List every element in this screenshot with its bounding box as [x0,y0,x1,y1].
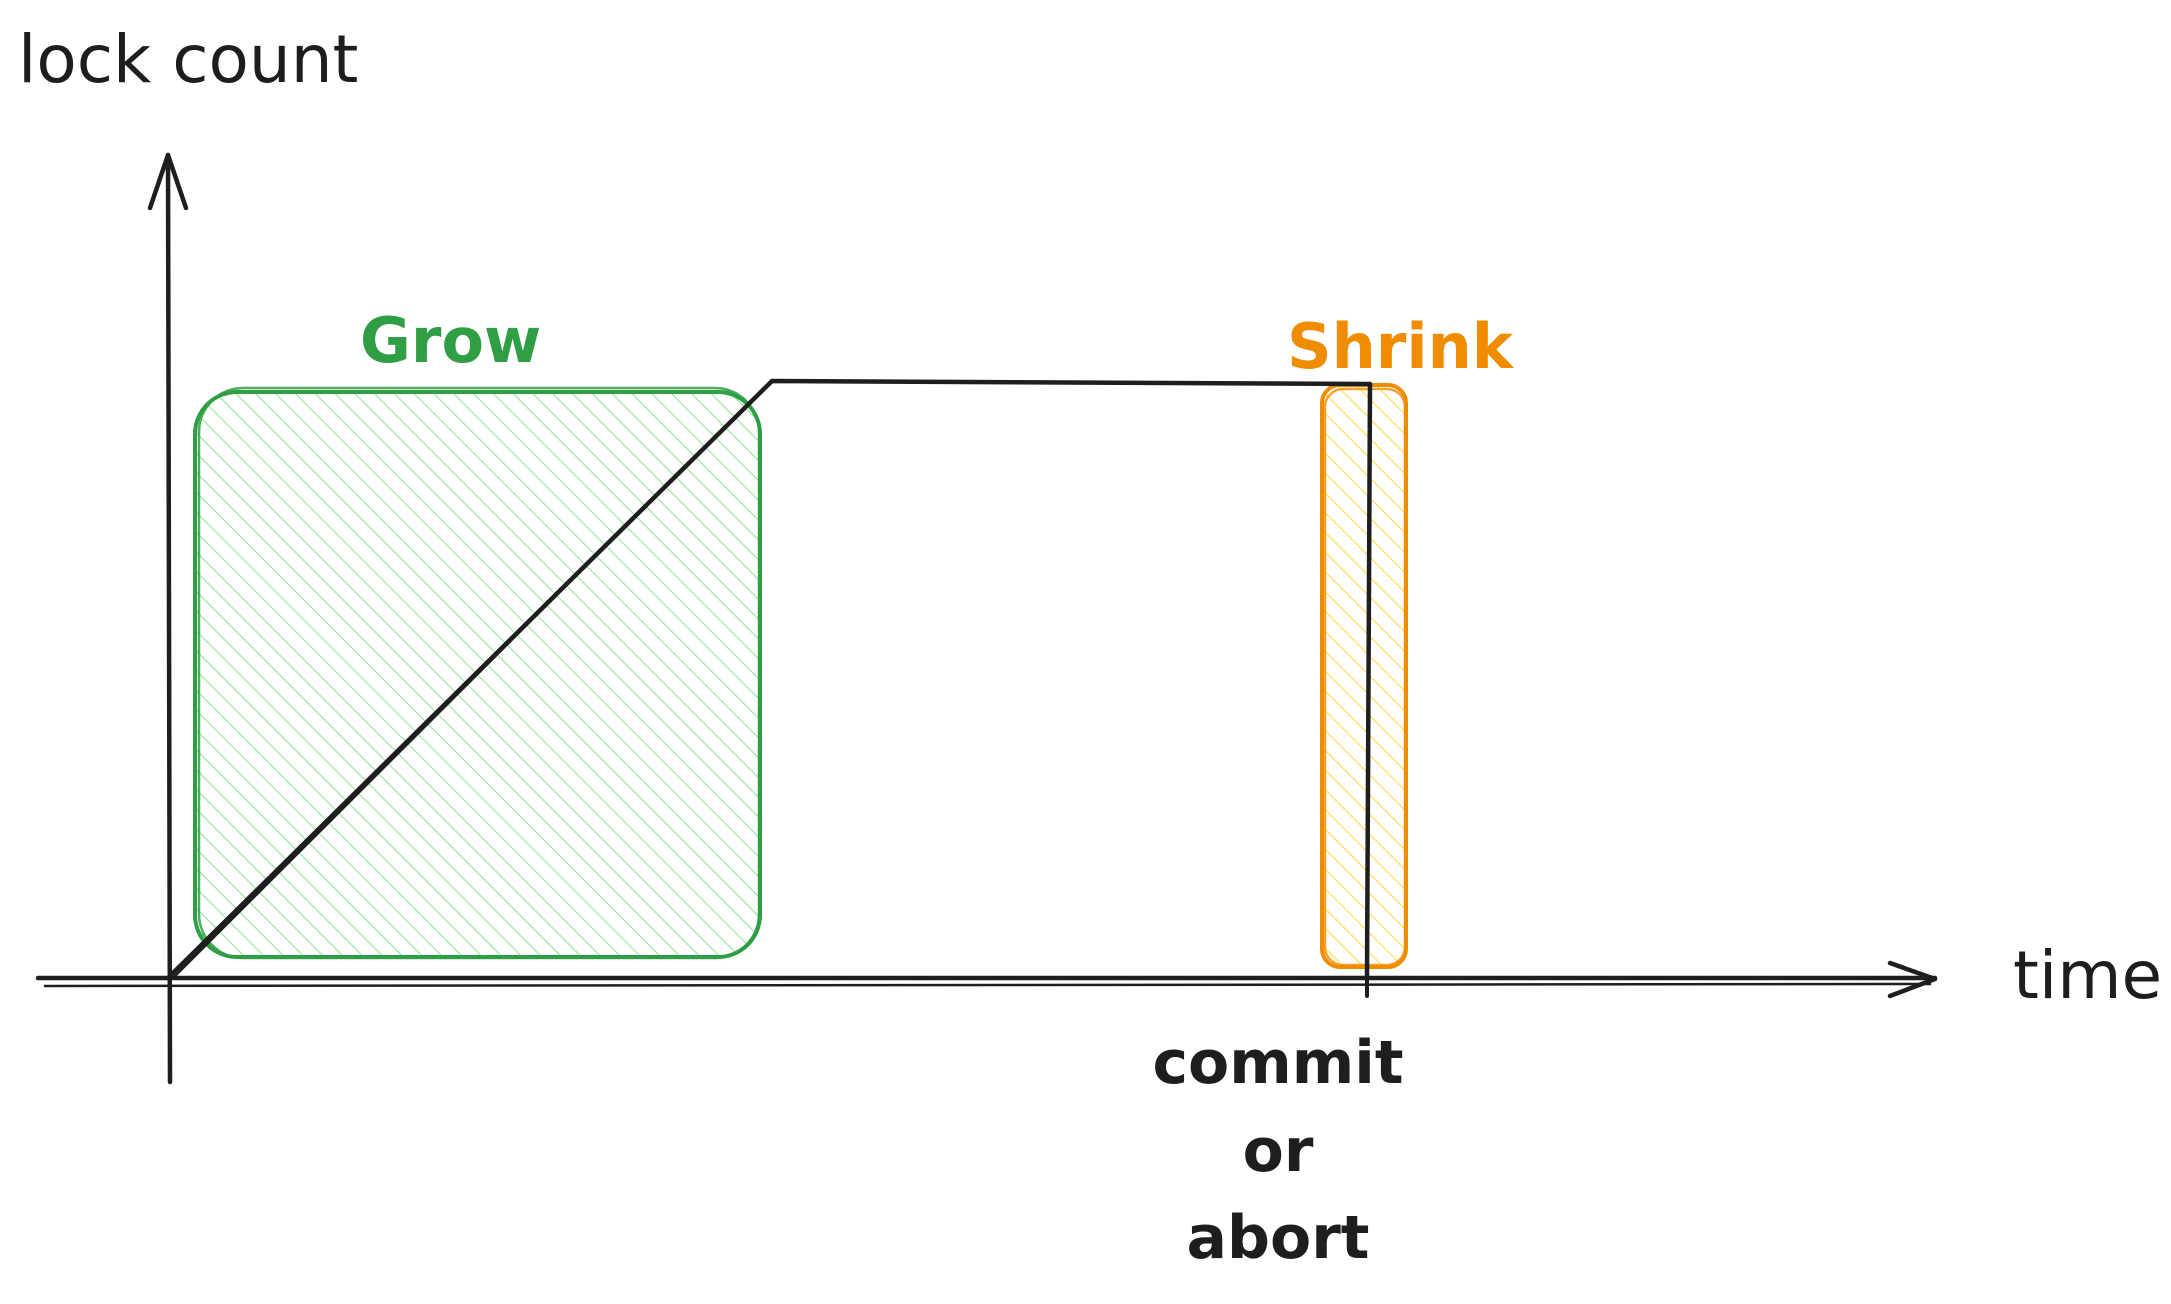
y-axis-arrowhead [147,152,189,211]
lock-count-curve [167,378,1373,979]
x-axis-label: time [2013,937,2162,1014]
y-axis [147,152,189,1085]
x-axis [35,960,1938,999]
y-axis-label: lock count [18,21,358,98]
shrink-region [1320,383,1408,969]
commit-label: commit [1152,1028,1403,1098]
shrink-label: Shrink [1287,310,1515,383]
grow-label: Grow [360,304,541,377]
x-axis-arrowhead [1887,960,1938,999]
abort-label: abort [1187,1203,1370,1273]
or-label: or [1243,1116,1314,1186]
